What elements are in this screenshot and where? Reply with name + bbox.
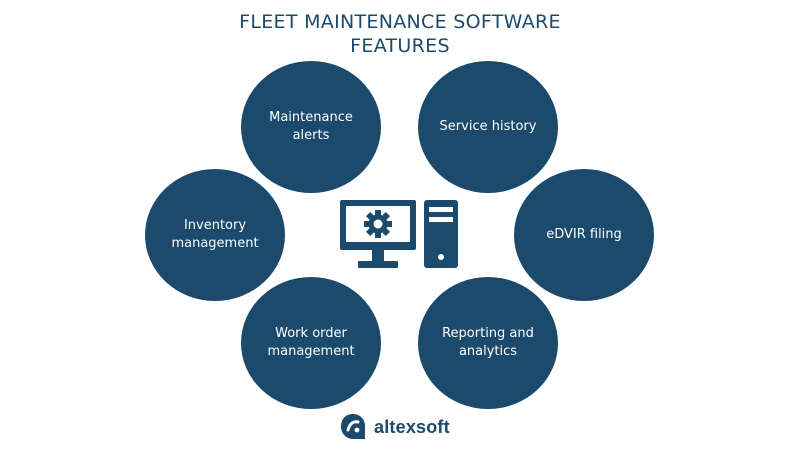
feature-circle-work-order-management: Work order management: [241, 277, 381, 409]
altexsoft-logo-icon: [341, 414, 365, 439]
monitor-stand: [372, 250, 384, 262]
feature-label: Inventory management: [171, 218, 259, 251]
feature-circle-maintenance-alerts: Maintenance alerts: [241, 61, 381, 193]
monitor-base: [358, 261, 398, 268]
logo-text: altexsoft: [374, 416, 450, 437]
altexsoft-logo: altexsoft: [340, 411, 470, 443]
feature-label: Reporting and analytics: [442, 326, 534, 359]
feature-label: Work order management: [267, 326, 355, 359]
computer-settings-icon: [340, 200, 458, 268]
feature-label: Maintenance alerts: [269, 110, 353, 143]
feature-label: eDVIR filing: [546, 227, 622, 242]
tower-bay-1: [429, 207, 453, 212]
diagram-title: FLEET MAINTENANCE SOFTWARE FEATURES: [150, 10, 650, 58]
tower-power-button: [438, 254, 444, 260]
feature-circle-reporting-and-analytics: Reporting and analytics: [418, 277, 558, 409]
tower-bay-2: [429, 217, 453, 222]
title-line-2: FEATURES: [350, 35, 450, 57]
feature-circle-service-history: Service history: [418, 61, 558, 193]
title-line-1: FLEET MAINTENANCE SOFTWARE: [239, 11, 561, 33]
gear-icon: [364, 210, 392, 238]
feature-circle-inventory-management: Inventory management: [145, 169, 285, 301]
feature-label: Service history: [439, 119, 537, 134]
feature-circle-edvir-filing: eDVIR filing: [514, 169, 654, 301]
